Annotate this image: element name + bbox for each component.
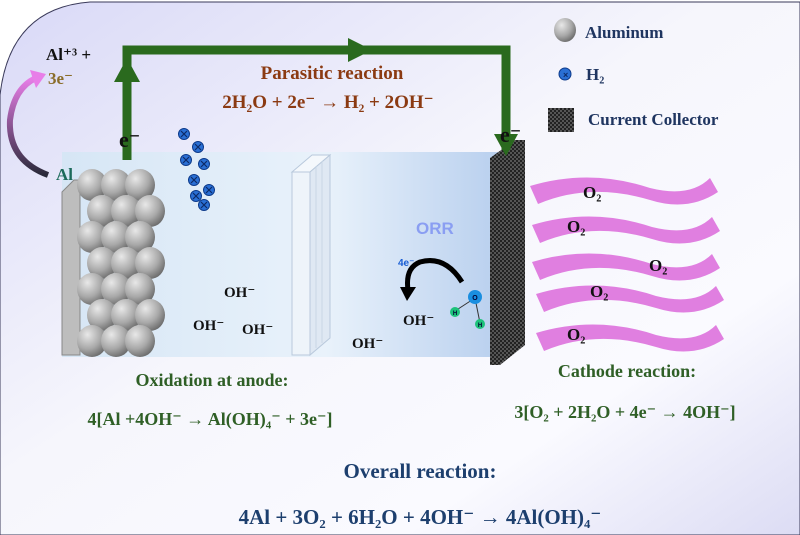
o2-stream [536, 285, 724, 313]
four-electron-label: 4e⁻ [398, 258, 414, 269]
aluminum-sphere [87, 195, 117, 227]
cathode-reaction-equation: 3[O₂ + 2H₂O + 4e⁻ → 4OH⁻] [514, 402, 735, 422]
orr-label: ORR [416, 219, 454, 238]
aluminum-sphere [111, 299, 141, 331]
arrow-right-icon [348, 38, 372, 62]
oh-label: OH⁻ [352, 336, 383, 352]
current-collector [490, 140, 525, 365]
orr-arrowhead-icon [400, 287, 416, 301]
aluminum-sphere [77, 221, 107, 253]
h2-bubble-icon [180, 154, 192, 166]
aluminum-sphere [77, 169, 107, 201]
aluminum-sphere [135, 195, 165, 227]
electrons-label: 3e⁻ [48, 69, 73, 88]
svg-text:×: × [563, 70, 568, 80]
anode-plate [61, 179, 81, 356]
o2-stream [532, 216, 720, 244]
cathode-reaction-title: Cathode reaction: [558, 361, 696, 381]
o2-label: O₂ [583, 183, 601, 202]
h2-bubbles [178, 128, 215, 211]
aluminum-sphere [135, 247, 165, 279]
h2-bubble-icon [198, 199, 210, 211]
water-molecule: O H H [450, 290, 485, 329]
atom-h: H [453, 311, 457, 317]
overall-equation: 4Al + 3O₂ + 6H₂O + 4OH⁻ → 4Al(OH)₄⁻ [239, 505, 602, 529]
aluminum-sphere [77, 325, 107, 357]
aluminum-sphere [125, 325, 155, 357]
arrow-down-icon [494, 134, 518, 156]
o2-label: O₂ [649, 256, 667, 275]
aluminum-sphere [135, 299, 165, 331]
aluminum-sphere [101, 169, 131, 201]
aluminum-sphere [77, 273, 107, 305]
aluminum-sphere [101, 221, 131, 253]
oxidation-arrowhead-icon [30, 70, 46, 88]
oxidation-title: Oxidation at anode: [135, 370, 288, 390]
legend: Aluminum × H₂ Current Collector [548, 18, 719, 132]
aluminum-sphere [87, 299, 117, 331]
orr-arrow-icon [405, 258, 465, 291]
oh-label: OH⁻ [403, 313, 434, 329]
aluminum-sphere [101, 273, 131, 305]
external-circuit-wire [114, 38, 518, 160]
aluminum-sphere [101, 325, 131, 357]
o2-label: O₂ [567, 325, 585, 344]
oh-label: OH⁻ [224, 285, 255, 301]
current-collector-icon [548, 108, 574, 132]
legend-h2: H₂ [586, 65, 604, 84]
oxidation-equation: 4[Al +4OH⁻ → Al(OH)₄⁻ + 3e⁻] [88, 409, 333, 430]
oxygen-streams [530, 177, 724, 352]
h2-bubble-icon [188, 174, 200, 186]
arrow-up-icon [114, 58, 140, 82]
separator [290, 153, 332, 357]
aluminum-sphere-icon [554, 18, 576, 42]
aluminum-sphere [125, 221, 155, 253]
al-ion-label: Al⁺³ + [46, 45, 91, 64]
o2-stream [536, 324, 724, 352]
aluminum-sphere [125, 169, 155, 201]
h2-bubble-icon [190, 190, 202, 202]
aluminum-sphere [87, 247, 117, 279]
o2-label: O₂ [590, 282, 608, 301]
atom-o: O [472, 295, 478, 302]
aluminum-sphere [125, 273, 155, 305]
overall-title: Overall reaction: [344, 459, 497, 483]
aluminum-anode [77, 169, 165, 357]
h2-bubble-icon [178, 128, 190, 140]
aluminum-sphere [111, 195, 141, 227]
o2-stream [532, 253, 720, 281]
h2-bubble-icon [192, 141, 204, 153]
oxidation-arrow-icon [6, 75, 50, 178]
parasitic-title: Parasitic reaction [261, 63, 404, 84]
legend-aluminum: Aluminum [585, 23, 663, 42]
aluminum-sphere [111, 247, 141, 279]
cathode-electron-label: e⁻ [500, 122, 521, 147]
o2-label: O₂ [567, 217, 585, 236]
h2-bubble-icon [198, 158, 210, 170]
parasitic-equation: 2H₂O + 2e⁻ → H₂ + 2OH⁻ [222, 92, 433, 113]
legend-current-collector: Current Collector [588, 110, 719, 129]
h2-molecule-icon [558, 67, 572, 81]
oh-label: OH⁻ [193, 318, 224, 334]
o2-stream [530, 177, 718, 205]
atom-h: H [478, 323, 482, 329]
anode-electron-label: e⁻ [119, 127, 140, 152]
h2-bubble-icon [203, 184, 215, 196]
al-label: Al [56, 165, 73, 184]
oh-label: OH⁻ [242, 322, 273, 338]
